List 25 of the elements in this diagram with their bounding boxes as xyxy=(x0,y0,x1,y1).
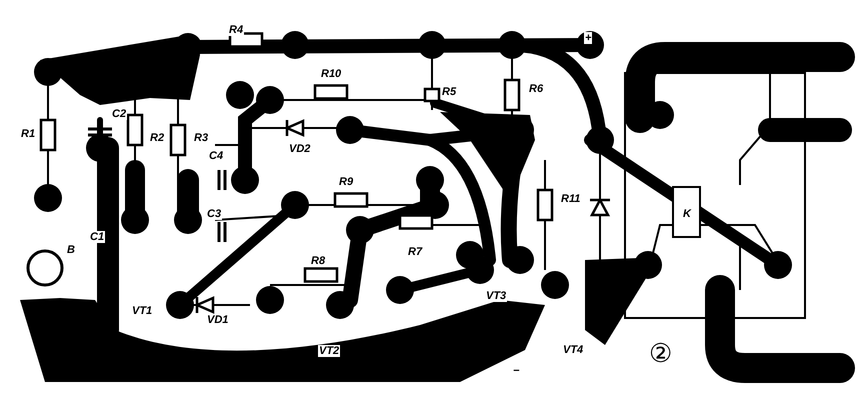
component-label: VD2 xyxy=(288,143,312,155)
component-label: R9 xyxy=(338,176,354,188)
component-label: R7 xyxy=(407,246,424,258)
component-label: R8 xyxy=(310,255,326,267)
component-label: VT2 xyxy=(318,345,340,357)
component-label: R1 xyxy=(20,128,36,140)
component-label: R3 xyxy=(193,132,210,144)
component-label: C1 xyxy=(89,231,106,243)
component-label: R4 xyxy=(228,24,244,36)
component-label: K xyxy=(682,208,692,220)
component-label: B xyxy=(66,244,76,256)
component-label: VT3 xyxy=(485,290,508,302)
component-label: C3 xyxy=(206,208,222,220)
figure-number: ② xyxy=(648,340,674,368)
component-label: R11 xyxy=(560,193,582,205)
component-label: R6 xyxy=(528,83,544,95)
component-label: C4 xyxy=(208,150,224,162)
component-label: + xyxy=(584,32,592,44)
component-label: R10 xyxy=(320,68,342,80)
component-label: VT1 xyxy=(131,305,154,317)
component-label: C2 xyxy=(111,108,128,120)
component-label: VD1 xyxy=(206,314,230,326)
component-label: R5 xyxy=(441,86,458,98)
component-label: R2 xyxy=(149,132,166,144)
component-label: VT4 xyxy=(562,344,584,356)
